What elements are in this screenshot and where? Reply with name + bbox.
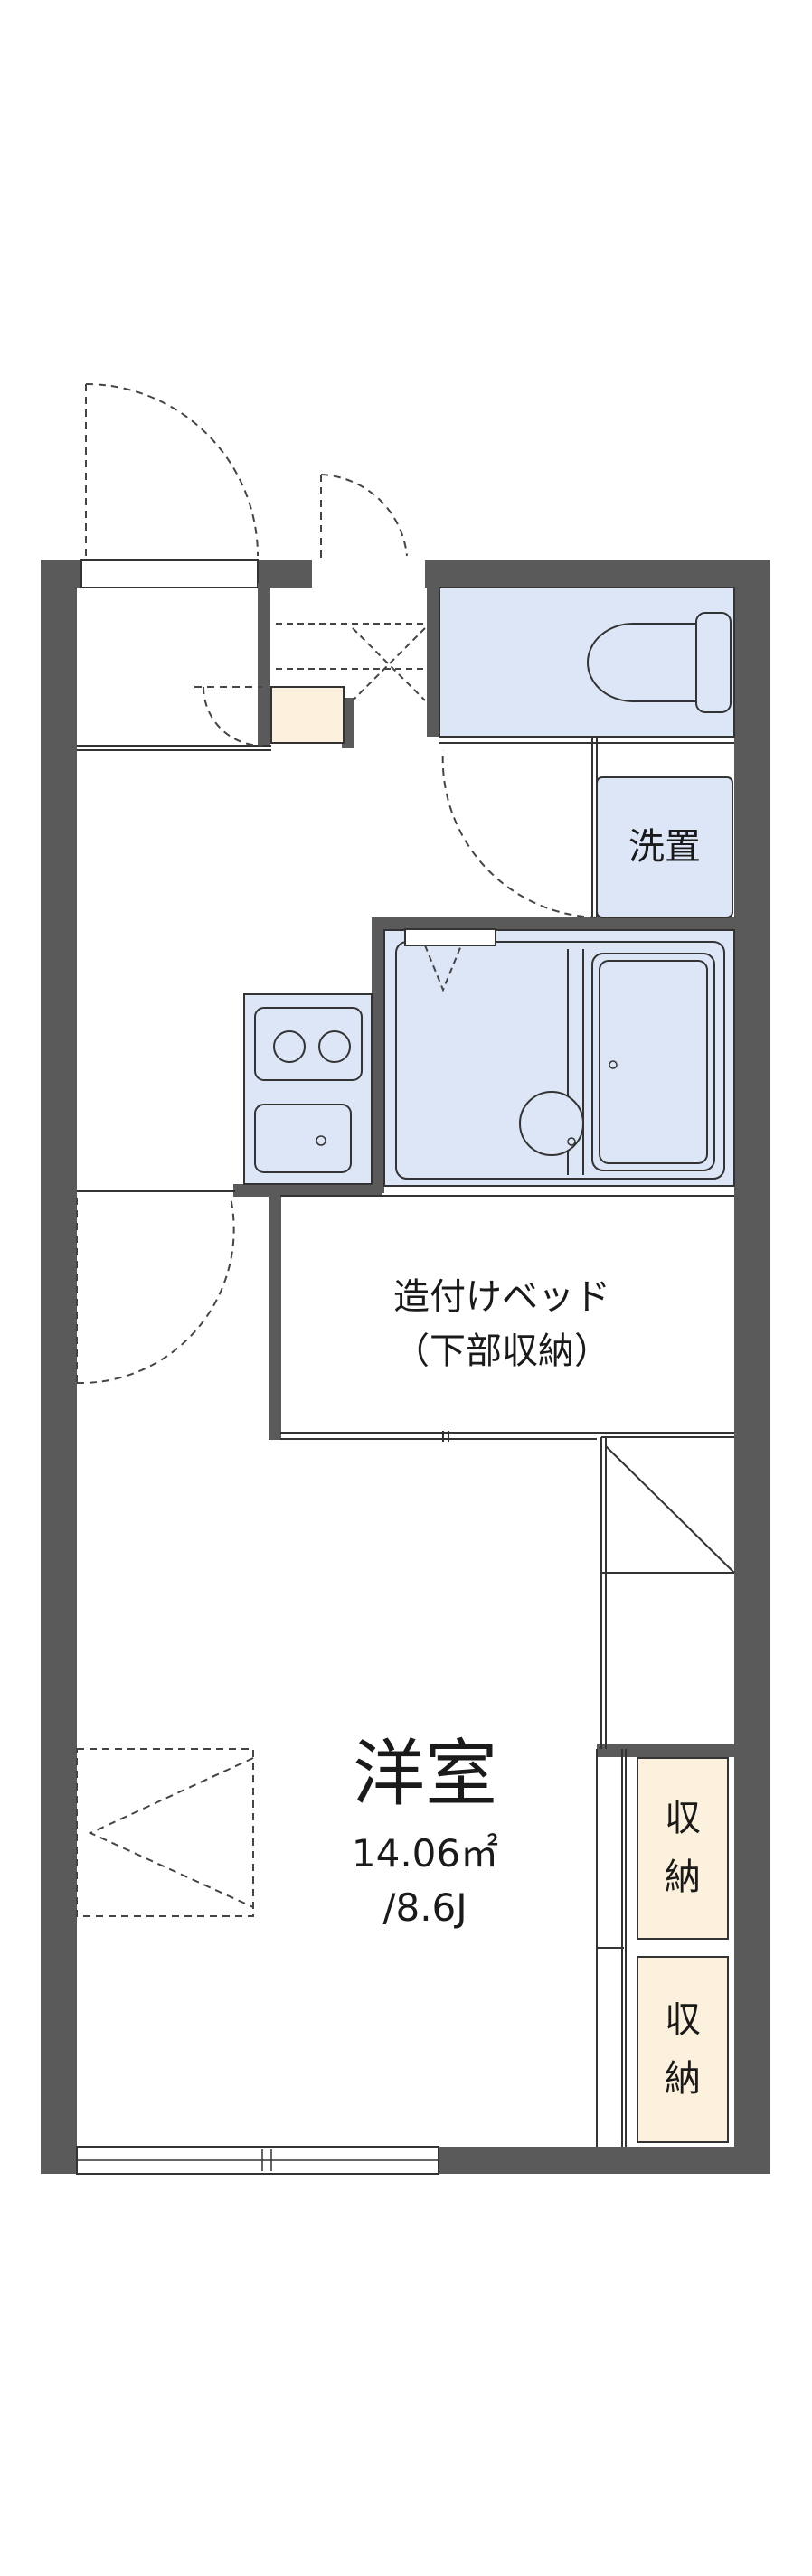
entrance-opening	[80, 559, 259, 588]
stove-burner	[273, 1030, 306, 1063]
kitchen-sink	[254, 1104, 352, 1173]
storage-upper-line1: 収	[665, 1798, 701, 1839]
western-room-tatami: /8.6J	[382, 1885, 467, 1930]
washroom: 洗置	[596, 776, 733, 918]
sleeping-loft-marker	[76, 1748, 254, 1917]
toilet-tank	[695, 612, 732, 713]
door-swings	[76, 383, 598, 1385]
unit-bath	[383, 928, 735, 1187]
storage-lower-line1: 収	[665, 1999, 701, 2041]
bed-label-line2: （下部収納）	[393, 1330, 610, 1372]
storage-upper: 収 納	[637, 1757, 729, 1940]
stove-burner	[318, 1030, 351, 1063]
washroom-label: 洗置	[628, 826, 701, 868]
washbasin	[519, 1091, 584, 1156]
interior-walls	[233, 583, 734, 1757]
storage-lower-line2: 納	[665, 2058, 701, 2100]
toilet-bowl	[587, 623, 697, 702]
entrance-area	[270, 623, 426, 744]
storage-lower: 収 納	[637, 1956, 729, 2143]
shoe-box	[270, 686, 345, 744]
built-in-bed: 造付けベッド （下部収納）	[393, 1276, 610, 1372]
western-room: 洋室 14.06㎡ /8.6J	[76, 1732, 498, 1930]
outer-walls	[41, 560, 770, 2174]
bathtub	[591, 953, 715, 1171]
storage-upper-line2: 納	[665, 1857, 701, 1898]
toilet-room	[439, 587, 735, 738]
western-room-label: 洋室	[353, 1732, 497, 1816]
bottom-window	[76, 2146, 439, 2175]
western-room-area: 14.06㎡	[352, 1831, 498, 1876]
kitchen	[243, 993, 373, 1185]
bed-label-line1: 造付けベッド	[393, 1276, 610, 1318]
